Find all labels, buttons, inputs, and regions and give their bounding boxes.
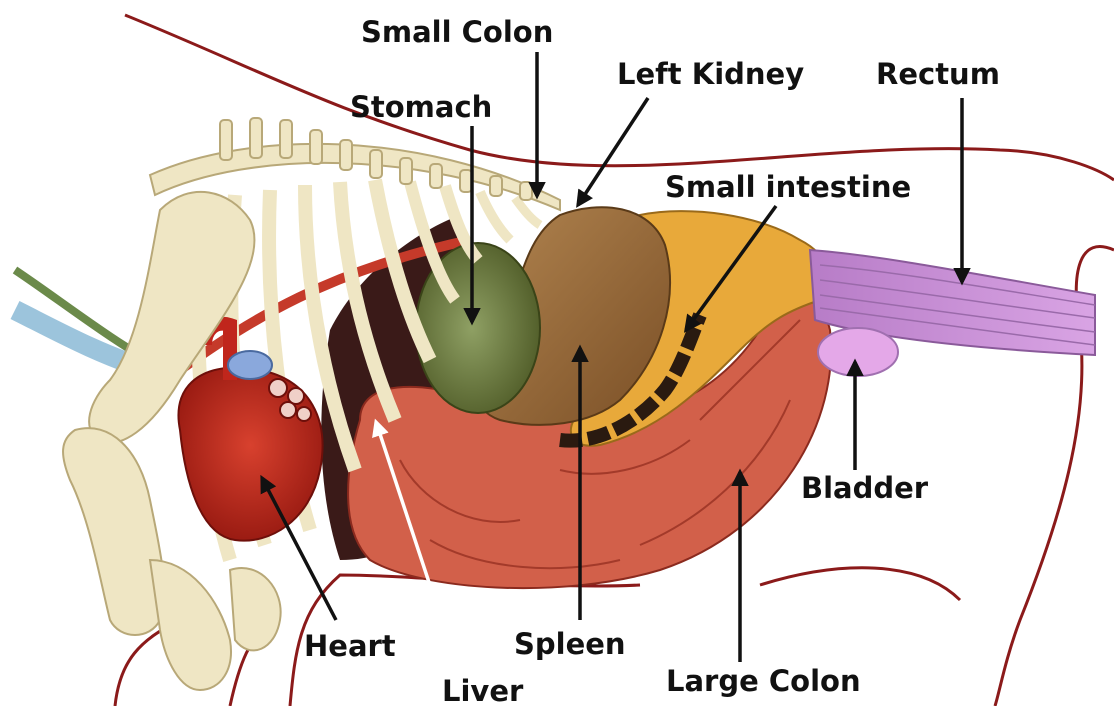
label-liver: Liver xyxy=(442,677,523,706)
label-heart: Heart xyxy=(304,632,396,661)
label-bladder: Bladder xyxy=(801,474,928,503)
label-rectum: Rectum xyxy=(876,60,1000,89)
arrow-left-kidney xyxy=(578,98,648,205)
label-large-colon: Large Colon xyxy=(666,667,861,696)
label-small-colon: Small Colon xyxy=(361,18,553,47)
label-stomach: Stomach xyxy=(350,93,492,122)
bladder xyxy=(818,328,898,376)
label-small-intestine: Small intestine xyxy=(665,173,911,202)
label-spleen: Spleen xyxy=(514,630,626,659)
label-left-kidney: Left Kidney xyxy=(617,60,804,89)
